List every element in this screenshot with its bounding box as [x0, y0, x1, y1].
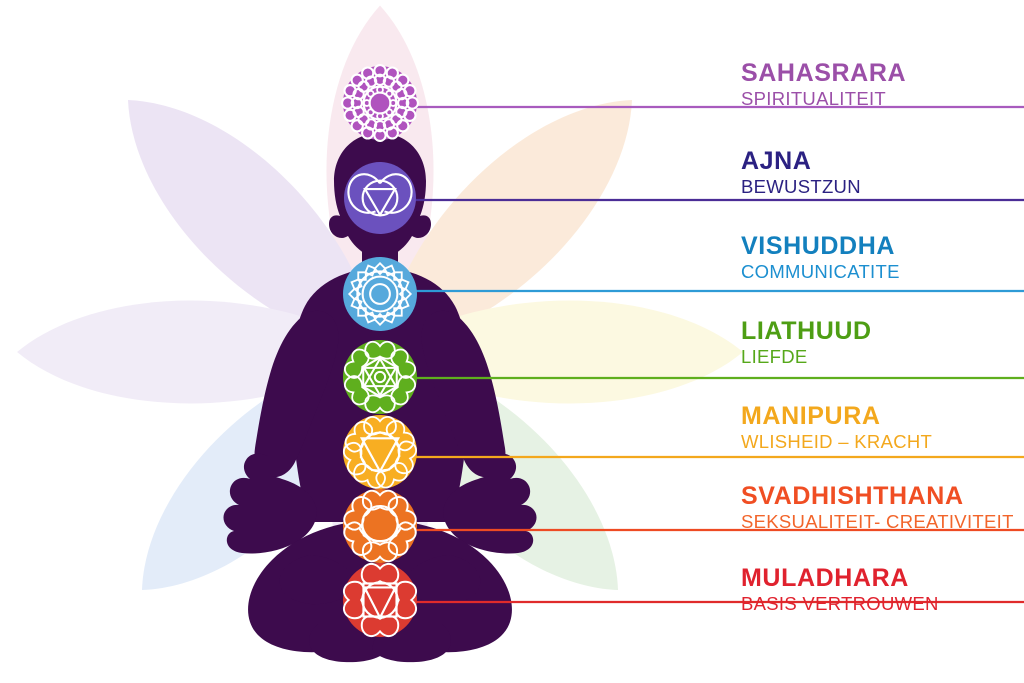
chakra-svadhishthana[interactable]	[339, 489, 421, 563]
chakra-label-muladhara[interactable]: MULADHARA BASIS VERTROUWEN	[741, 565, 939, 614]
chakra-muladhara[interactable]	[342, 562, 418, 638]
meditating-figure-silhouette	[223, 133, 537, 663]
chakra-sahasrara[interactable]	[341, 64, 419, 142]
chakra-label-svadhishthana[interactable]: SVADHISHTHANA SEKSUALITEIT- CREATIVITEIT	[741, 483, 1014, 532]
chakra-label-ajna[interactable]: AJNA BEWUSTZUN	[741, 148, 861, 197]
chakra-vishuddha[interactable]	[343, 257, 417, 331]
chakra-meaning-sahasrara: SPIRITUALITEIT	[741, 87, 887, 109]
chakra-label-vishuddha[interactable]: VISHUDDHA COMMUNICATITE	[741, 233, 900, 282]
chakra-ajna[interactable]	[344, 162, 416, 234]
chakra-symbols	[339, 64, 421, 638]
chakra-label-manipura[interactable]: MANIPURA WLISHEID – KRACHT	[741, 403, 932, 452]
chakra-meaning-liathuud: LIEFDE	[741, 345, 808, 367]
chakra-name-vishuddha: VISHUDDHA	[741, 232, 896, 260]
chakra-liathuud[interactable]	[341, 340, 419, 414]
chakra-name-sahasrara: SAHASRARA	[741, 59, 907, 87]
chakra-name-ajna: AJNA	[741, 147, 812, 175]
chakra-manipura[interactable]	[340, 415, 419, 492]
chakra-meaning-manipura: WLISHEID – KRACHT	[741, 430, 933, 452]
chakra-label-liathuud[interactable]: LIATHUUD LIEFDE	[741, 318, 872, 367]
chakra-meaning-ajna: BEWUSTZUN	[741, 175, 861, 197]
chakra-meaning-svadhishthana: SEKSUALITEIT- CREATIVITEIT	[741, 510, 1014, 532]
chakra-label-sahasrara[interactable]: SAHASRARA SPIRITUALITEIT	[741, 60, 906, 109]
chakra-name-manipura: MANIPURA	[741, 402, 881, 430]
chakra-name-svadhishthana: SVADHISHTHANA	[741, 482, 964, 510]
chakra-name-liathuud: LIATHUUD	[741, 317, 872, 345]
chakra-meaning-muladhara: BASIS VERTROUWEN	[741, 592, 939, 614]
connector-lines	[414, 105, 1024, 604]
chakra-meaning-vishuddha: COMMUNICATITE	[741, 260, 900, 282]
chakra-name-muladhara: MULADHARA	[741, 564, 909, 592]
